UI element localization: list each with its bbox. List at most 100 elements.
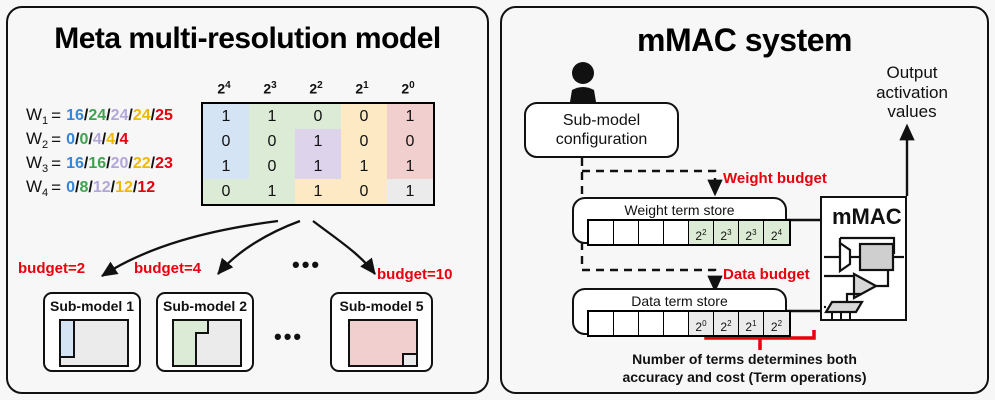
matrix-cell-r2-c2: 1 [295, 154, 341, 179]
weight-value: 0 [66, 131, 76, 148]
weight-term-store-title: Weight term store [624, 202, 735, 218]
weight-term-cell-7[interactable]: 24 [764, 221, 789, 244]
config-line-1: Sub-model [562, 111, 641, 129]
output-line-2: activation [876, 82, 948, 102]
data-term-cell-5[interactable]: 22 [714, 312, 739, 335]
output-activation-values-label: Output activation values [857, 63, 967, 122]
matrix-cell-r2-c4: 1 [387, 154, 433, 179]
submodel-shape-5 [348, 319, 418, 367]
weight-row-3: W3=16/16/20/22/23 [26, 152, 173, 176]
weight-term-cell-2[interactable] [639, 221, 664, 244]
matrix-cell-r0-c0: 1 [203, 104, 249, 129]
weight-term-cell-6[interactable]: 23 [739, 221, 764, 244]
weight-value: 23 [155, 155, 173, 172]
weight-name-3: W3 [26, 153, 49, 175]
weight-row-4: W4=0/8/12/12/12 [26, 176, 173, 200]
matrix-cell-r0-c1: 1 [249, 104, 295, 129]
weight-term-cell-4[interactable]: 22 [689, 221, 714, 244]
data-budget-label: Data budget [723, 266, 810, 283]
weight-values-4: 0/8/12/12/12 [66, 179, 156, 196]
budget-label-3: budget=10 [377, 266, 453, 283]
submodel-arrows [101, 219, 376, 277]
data-term-cell-2[interactable] [639, 312, 664, 335]
budget-ellipsis: ••• [292, 252, 322, 277]
exponent-header-2: 22 [309, 80, 323, 97]
mmac-internal-circuit-icon [824, 236, 904, 320]
caption-line-1: Number of terms determines both [632, 351, 857, 367]
data-term-cell-6[interactable]: 21 [739, 312, 764, 335]
left-panel-title: Meta multi-resolution model [54, 22, 441, 55]
weight-value: 16 [66, 155, 84, 172]
weight-value: 0 [66, 179, 76, 196]
weight-value: 4 [92, 131, 102, 148]
weight-value: 24 [88, 107, 107, 124]
matrix-cell-r3-c3: 0 [341, 179, 387, 204]
exponent-header-0: 24 [217, 80, 231, 97]
submodel-title-1: Sub-model 1 [49, 298, 134, 314]
matrix-cell-r1-c4: 0 [387, 129, 433, 154]
weight-term-cell-1[interactable] [614, 221, 639, 244]
weight-value: 12 [115, 179, 133, 196]
mmac-system-panel: mMAC system Sub-model configuration [500, 6, 989, 394]
budget-label-2: budget=4 [134, 260, 202, 277]
weight-value: 4 [106, 131, 116, 148]
mmac-block-label: mMAC [832, 204, 902, 229]
weight-value: 0 [79, 131, 89, 148]
weight-value: 20 [110, 155, 129, 172]
matrix-cell-r2-c0: 1 [203, 154, 249, 179]
matrix-cell-r0-c3: 0 [341, 104, 387, 129]
weight-values-1: 16/24/24/24/25 [66, 107, 173, 124]
weight-value: 16 [88, 155, 107, 172]
data-term-cell-4[interactable]: 20 [689, 312, 714, 335]
weight-equals-2: = [51, 130, 62, 149]
submodel-box-2[interactable]: Sub-model 2 [156, 292, 254, 372]
data-term-cell-0[interactable] [589, 312, 614, 335]
weight-term-cell-0[interactable] [589, 221, 614, 244]
exponent-header-4: 20 [401, 80, 415, 97]
meta-model-panel: Meta multi-resolution model W1=16/24/24/… [6, 6, 489, 394]
weight-values-3: 16/16/20/22/23 [66, 155, 173, 172]
weight-row-2: W2=0/0/4/4/4 [26, 128, 173, 152]
weight-term-cell-5[interactable]: 23 [714, 221, 739, 244]
submodel-shape-2 [172, 319, 242, 367]
weight-value: 25 [155, 107, 173, 124]
submodel-ellipsis: ••• [274, 324, 304, 349]
matrix-cell-r2-c3: 1 [341, 154, 387, 179]
submodel-box-5[interactable]: Sub-model 5 [330, 292, 433, 372]
data-term-cell-7[interactable]: 22 [764, 312, 789, 335]
data-term-cell-1[interactable] [614, 312, 639, 335]
submodel-box-1[interactable]: Sub-model 1 [43, 292, 141, 372]
matrix-cell-r0-c4: 1 [387, 104, 433, 129]
output-line-1: Output [886, 63, 938, 82]
weight-name-1: W1 [26, 105, 49, 127]
weight-value: 22 [132, 155, 151, 172]
mmac-block[interactable]: mMAC [820, 196, 907, 321]
weight-equals-1: = [51, 106, 62, 125]
submodel-shape-1 [59, 319, 129, 367]
data-term-store-title: Data term store [631, 293, 728, 309]
weight-term-cell-3[interactable] [664, 221, 689, 244]
weight-values-2: 0/0/4/4/4 [66, 131, 129, 148]
budget-label-1: budget=2 [18, 260, 86, 277]
output-line-3: values [887, 102, 937, 122]
weight-equals-3: = [51, 154, 62, 173]
weight-value: 16 [66, 107, 84, 124]
matrix-cell-r3-c0: 0 [203, 179, 249, 204]
submodel-configuration-box[interactable]: Sub-model configuration [524, 102, 679, 158]
data-term-cell-3[interactable] [664, 312, 689, 335]
matrix-cell-r1-c1: 0 [249, 129, 295, 154]
config-line-2: configuration [555, 131, 648, 148]
submodel-title-2: Sub-model 2 [162, 298, 247, 314]
matrix-cell-r3-c2: 1 [295, 179, 341, 204]
weight-value: 24 [110, 107, 129, 124]
weight-row-1: W1=16/24/24/24/25 [26, 104, 173, 128]
exponent-header-3: 21 [355, 80, 369, 97]
